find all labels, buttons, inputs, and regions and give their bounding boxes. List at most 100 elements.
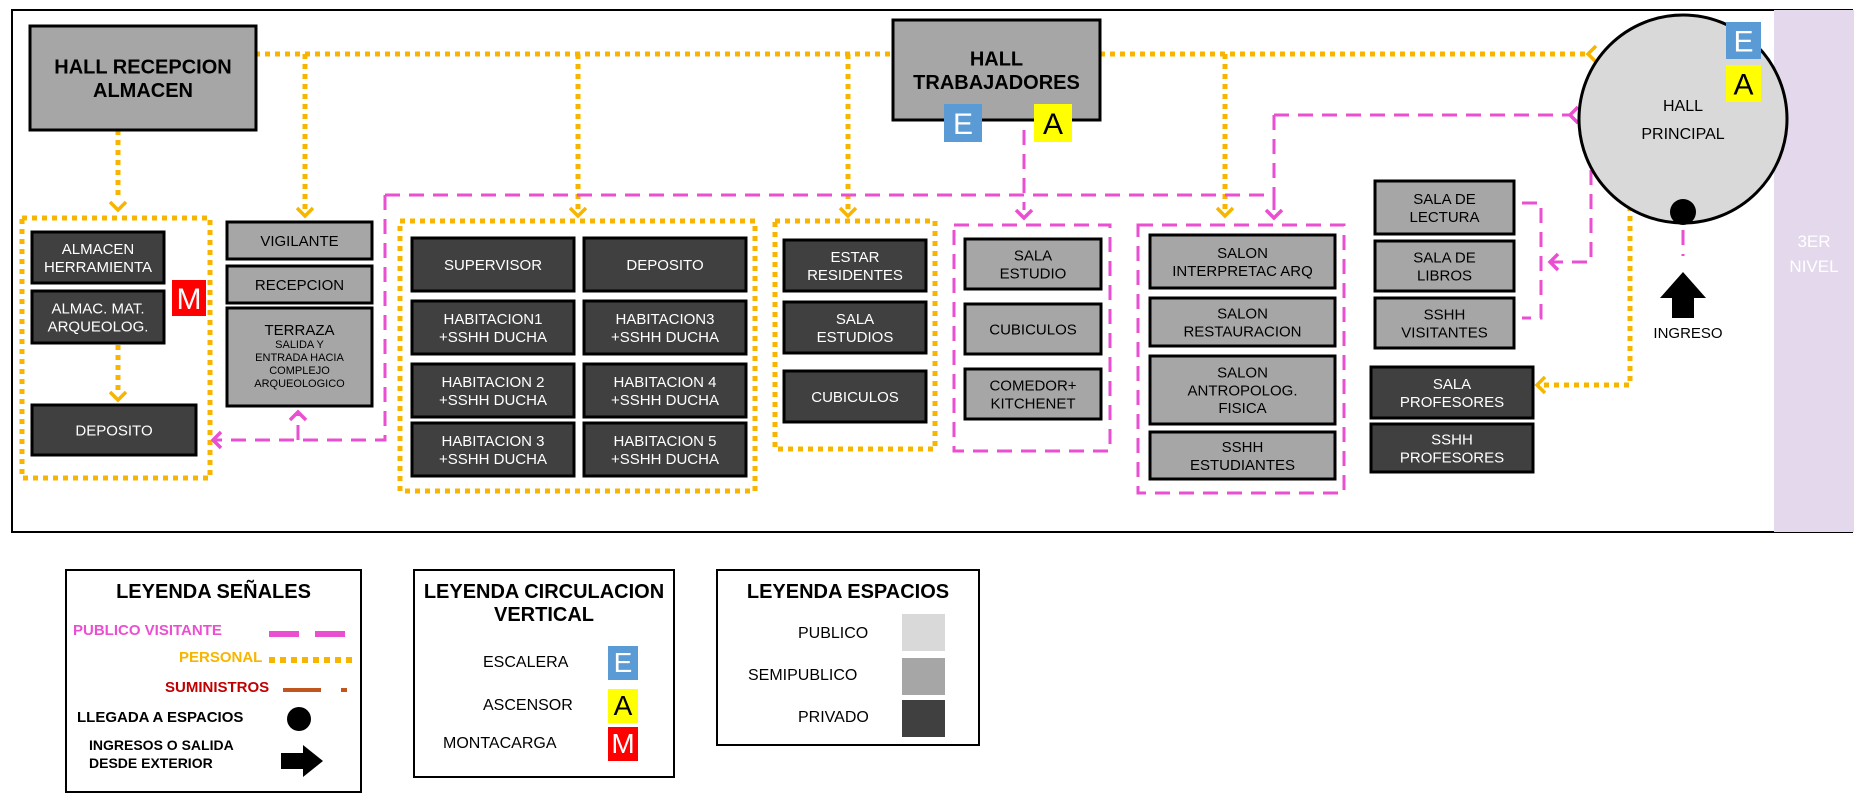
node-hab3a: HABITACION3+SSHH DUCHA bbox=[582, 299, 748, 356]
legend-semipublico-label: SEMIPUBLICO bbox=[748, 667, 858, 684]
legend-escalera-badge: E bbox=[608, 646, 638, 680]
node-label: ALMACEN bbox=[62, 241, 135, 258]
arrow-chevron bbox=[568, 206, 588, 219]
node-label: CUBICULOS bbox=[811, 389, 899, 406]
arrow-chevron bbox=[1567, 105, 1580, 125]
escalera-badge-letter: E bbox=[953, 108, 973, 141]
legend-llegada-label: LLEGADA A ESPACIOS bbox=[77, 709, 244, 726]
arrow-chevron bbox=[1585, 44, 1598, 64]
legend-privado-label: PRIVADO bbox=[798, 709, 869, 726]
node-label: RESIDENTES bbox=[807, 267, 903, 284]
legend-circulacion: LEYENDA CIRCULACION VERTICAL ESCALERA E … bbox=[413, 569, 675, 778]
node-box bbox=[582, 362, 748, 419]
arrow-chevron bbox=[838, 206, 858, 219]
node-box bbox=[963, 367, 1103, 421]
node-label: SALA bbox=[1433, 376, 1471, 393]
legend-circulacion-title-2: VERTICAL bbox=[494, 604, 594, 626]
legend-suministros-line bbox=[283, 688, 347, 692]
node-box bbox=[963, 237, 1103, 291]
node-label: ARQUEOLOG. bbox=[48, 318, 149, 335]
ingreso-label: INGRESO bbox=[1653, 325, 1722, 342]
visitor-routes bbox=[213, 113, 1685, 495]
node-recepcion: RECEPCION bbox=[225, 264, 374, 305]
montacarga-badge-letter: M bbox=[177, 283, 202, 316]
node-label: RECEPCION bbox=[255, 277, 344, 294]
arrow-chevron bbox=[1014, 208, 1034, 221]
node-box bbox=[225, 264, 374, 305]
node-label: +SSHH DUCHA bbox=[611, 451, 719, 468]
ascensor-badge-bg bbox=[1034, 104, 1072, 142]
node-box bbox=[30, 403, 198, 457]
arrow-chevron bbox=[1215, 206, 1235, 219]
node-comedor: COMEDOR+KITCHENET bbox=[963, 367, 1103, 421]
legend-semipublico-swatch bbox=[902, 658, 945, 695]
legend-visitante-label: PUBLICO VISITANTE bbox=[73, 622, 222, 639]
legend-ingresos-arrow bbox=[281, 745, 323, 777]
node-label: FISICA bbox=[1218, 400, 1266, 417]
legend-escalera-label: ESCALERA bbox=[483, 654, 569, 671]
escalera-badge: E bbox=[944, 104, 982, 142]
node-label: TERRAZA bbox=[264, 322, 334, 339]
node-box bbox=[1369, 365, 1535, 420]
arrow-chevron bbox=[1264, 208, 1284, 221]
node-almac-mat: ALMAC. MAT.ARQUEOLOG. bbox=[30, 289, 166, 345]
node-label: INTERPRETAC ARQ bbox=[1172, 263, 1313, 280]
node-label: ALMAC. MAT. bbox=[51, 301, 144, 318]
node-label: SSHH bbox=[1431, 432, 1473, 449]
node-label: +SSHH DUCHA bbox=[439, 329, 547, 346]
node-box bbox=[1373, 239, 1516, 293]
arrow-chevron bbox=[108, 200, 128, 213]
legend-publico-label: PUBLICO bbox=[798, 625, 869, 642]
legend-montacarga-badge: M bbox=[608, 727, 638, 761]
node-label: SALIDA Y bbox=[275, 339, 324, 351]
node-label: COMEDOR+ bbox=[989, 378, 1076, 395]
node-hab5: HABITACION 5+SSHH DUCHA bbox=[582, 421, 748, 478]
node-label: ANTROPOLOG. bbox=[1187, 382, 1297, 399]
node-label: ESTUDIO bbox=[1000, 265, 1067, 282]
node-box bbox=[582, 421, 748, 478]
node-box bbox=[782, 369, 928, 424]
node-label: HABITACION 5 bbox=[613, 433, 716, 450]
escalera-badge-bg bbox=[1726, 22, 1761, 59]
node-box bbox=[582, 236, 748, 293]
node-box bbox=[410, 362, 576, 419]
node-label: LIBROS bbox=[1417, 267, 1472, 284]
node-box bbox=[1369, 422, 1535, 474]
node-label: HABITACION 2 bbox=[441, 374, 544, 391]
node-label: PROFESORES bbox=[1400, 449, 1504, 466]
node-box bbox=[410, 299, 576, 356]
legend-espacios-title: LEYENDA ESPACIOS bbox=[746, 581, 950, 603]
node-label: HABITACION 4 bbox=[613, 374, 716, 391]
legend-ingresos-label-1: INGRESOS O SALIDA bbox=[89, 737, 234, 753]
node-supervisor: SUPERVISOR bbox=[410, 236, 576, 293]
node-box bbox=[891, 18, 1102, 122]
montacarga-badge-bg bbox=[172, 280, 206, 316]
legend-ascensor-label: ASCENSOR bbox=[483, 697, 573, 714]
ascensor-badge-letter: A bbox=[1043, 108, 1063, 141]
node-label: PROFESORES bbox=[1400, 394, 1504, 411]
legend-senales-title: LEYENDA SEÑALES bbox=[116, 581, 311, 603]
node-label: SALON bbox=[1217, 245, 1268, 262]
node-label: SALA bbox=[1014, 248, 1052, 265]
legend-espacios: LEYENDA ESPACIOS PUBLICO SEMIPUBLICO PRI… bbox=[716, 569, 980, 746]
node-label: SALON bbox=[1217, 306, 1268, 323]
node-label: ALMACEN bbox=[93, 80, 193, 102]
escalera-badge: E bbox=[1726, 22, 1761, 59]
node-label: HABITACION1 bbox=[444, 311, 543, 328]
node-box bbox=[782, 300, 928, 355]
node-label: HALL bbox=[970, 48, 1023, 70]
node-label: +SSHH DUCHA bbox=[611, 392, 719, 409]
legend-suministros-label: SUMINISTROS bbox=[165, 679, 270, 696]
ascensor-badge: A bbox=[1726, 65, 1761, 102]
arrow-chevron bbox=[1547, 252, 1560, 272]
node-label: DEPOSITO bbox=[75, 422, 152, 439]
node-vigilante: VIGILANTE bbox=[225, 220, 374, 261]
node-label: SUPERVISOR bbox=[444, 257, 542, 274]
